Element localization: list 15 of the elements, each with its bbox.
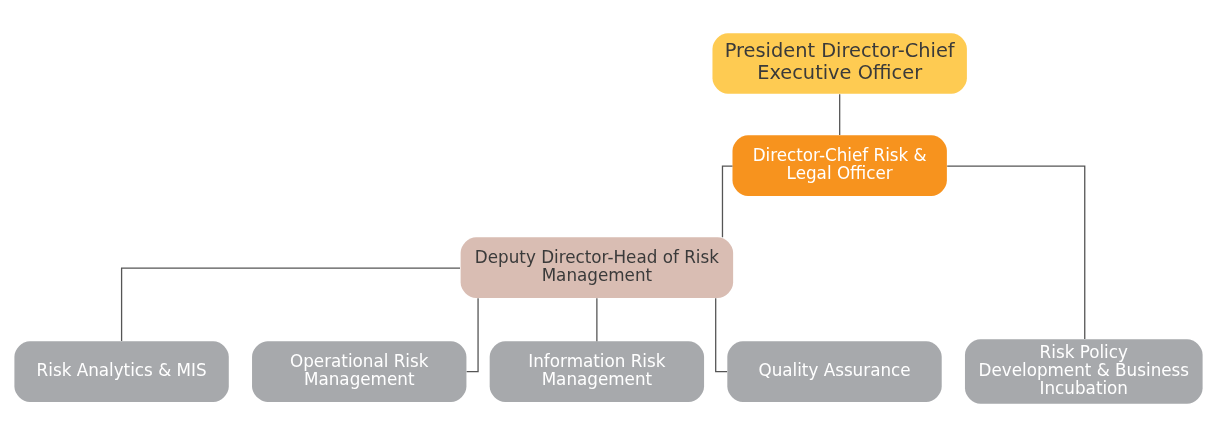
connector (715, 297, 728, 372)
connector (120, 267, 461, 342)
node-box: Risk Analytics & MIS (14, 340, 229, 402)
connector (596, 297, 598, 342)
connector (946, 165, 1086, 340)
node-box: Director-Chief Risk & Legal Officer (732, 134, 947, 196)
node-box: Operational Risk Management (252, 340, 467, 402)
node-box: Information Risk Management (489, 340, 705, 402)
node-box: President Director-Chief Executive Officer (712, 32, 967, 94)
connector (839, 93, 841, 136)
node-box: Deputy Director-Head of Risk Management (460, 236, 734, 298)
connector (721, 165, 734, 238)
node-box: Risk Policy Development & Business Incubation (964, 338, 1203, 404)
connector (466, 297, 479, 372)
node-box: Quality Assurance (727, 340, 942, 402)
